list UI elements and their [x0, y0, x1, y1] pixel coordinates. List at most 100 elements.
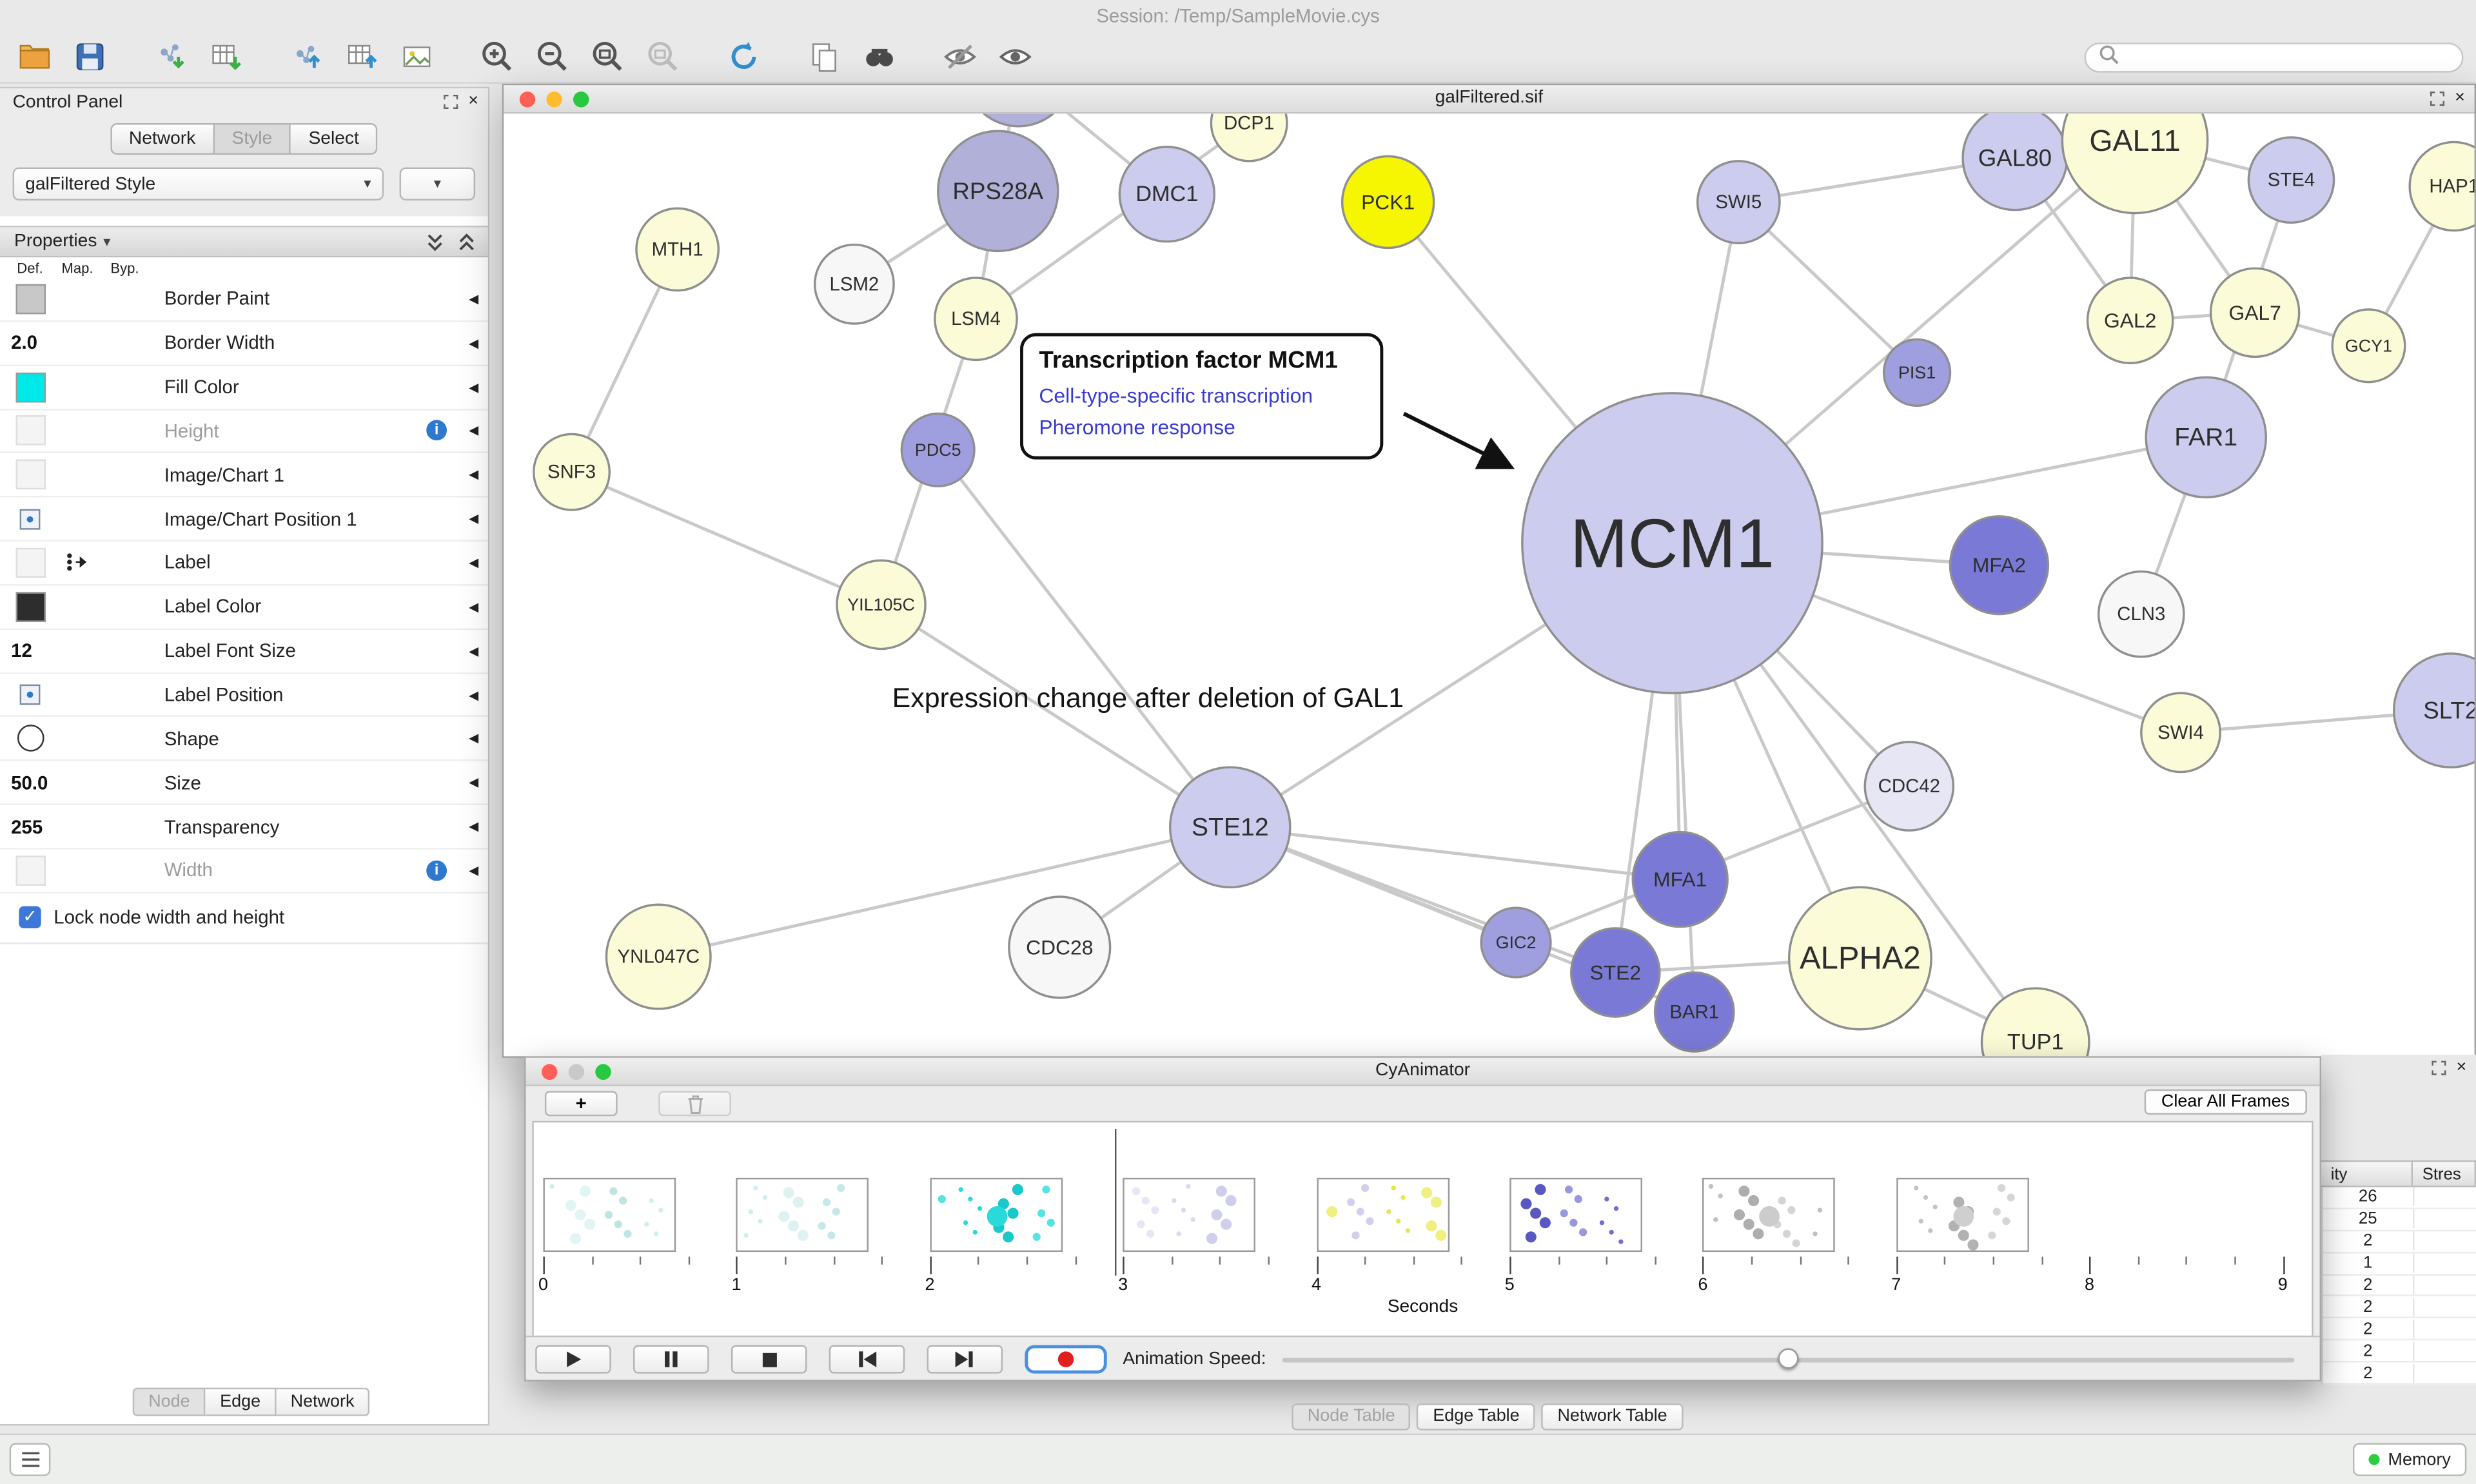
network-node-SWI5[interactable] — [1696, 160, 1781, 244]
zoom-traffic-icon[interactable] — [595, 1064, 611, 1080]
default-value-cell[interactable] — [6, 508, 54, 530]
expand-arrow-icon[interactable]: ◀ — [469, 336, 479, 351]
network-node-GAL11[interactable] — [2061, 113, 2209, 215]
network-node-GAL7[interactable] — [2209, 267, 2301, 358]
show-all-icon[interactable] — [996, 38, 1034, 76]
network-node-YIL105C[interactable] — [836, 559, 927, 650]
network-edge[interactable] — [571, 470, 882, 607]
tab-node-table[interactable]: Node Table — [1292, 1403, 1411, 1430]
style-options-button[interactable]: ▾ — [399, 167, 476, 201]
default-value-cell[interactable]: 50.0 — [11, 771, 48, 794]
clear-all-frames-button[interactable]: Clear All Frames — [2143, 1089, 2307, 1115]
network-node-GIC2[interactable] — [1480, 906, 1552, 979]
playhead[interactable] — [1114, 1129, 1117, 1276]
float-window-icon[interactable] — [2429, 90, 2444, 105]
network-node-STE2[interactable] — [1570, 927, 1661, 1018]
lock-size-checkbox[interactable]: ✓ Lock node width and height — [0, 893, 488, 944]
import-network-icon[interactable] — [152, 38, 190, 76]
zoom-traffic-icon[interactable] — [573, 92, 589, 108]
minimize-traffic-icon[interactable] — [546, 92, 562, 108]
network-node-STE4[interactable] — [2247, 136, 2335, 224]
tab-edge-table[interactable]: Edge Table — [1417, 1403, 1536, 1430]
export-network-icon[interactable] — [288, 38, 326, 76]
property-row-image-chart-1[interactable]: Image/Chart 1◀ — [0, 454, 488, 498]
add-frame-button[interactable]: + — [544, 1091, 618, 1117]
play-button[interactable] — [535, 1344, 611, 1373]
minimize-traffic-icon[interactable] — [568, 1064, 585, 1080]
save-session-icon[interactable] — [71, 38, 109, 76]
network-node-STE12[interactable] — [1168, 766, 1292, 889]
expand-arrow-icon[interactable]: ◀ — [469, 863, 479, 878]
first-neighbors-icon[interactable] — [861, 38, 899, 76]
timeline-frame-1[interactable] — [736, 1177, 869, 1253]
pause-button[interactable] — [633, 1344, 709, 1373]
tab-network[interactable]: Network — [276, 1387, 370, 1416]
skip-end-button[interactable] — [927, 1344, 1003, 1373]
table-row[interactable]: 1 — [2323, 1253, 2476, 1275]
timeline-frame-0[interactable] — [543, 1177, 676, 1253]
network-node-MFA2[interactable] — [1949, 515, 2050, 616]
tab-style[interactable]: Style — [214, 123, 291, 155]
expand-arrow-icon[interactable]: ◀ — [469, 424, 479, 438]
network-node-SLT2[interactable] — [2392, 652, 2475, 768]
table-row[interactable]: 26 — [2323, 1187, 2476, 1209]
network-node-SNF3[interactable] — [533, 433, 611, 511]
close-panel-icon[interactable]: × — [468, 92, 479, 111]
network-node-CLN3[interactable] — [2097, 570, 2185, 658]
network-node-MTH1[interactable] — [635, 207, 720, 292]
network-node-PDC5[interactable] — [900, 412, 976, 488]
mapping-cell[interactable] — [54, 552, 101, 574]
expand-arrow-icon[interactable]: ◀ — [469, 467, 479, 482]
close-traffic-icon[interactable] — [542, 1064, 558, 1080]
default-value-cell[interactable]: 12 — [11, 639, 32, 662]
default-value-cell[interactable] — [6, 725, 54, 752]
network-node-RPS28A[interactable] — [936, 130, 1059, 253]
slider-thumb[interactable] — [1778, 1347, 1799, 1369]
open-session-icon[interactable] — [15, 38, 54, 76]
network-node-TUP1[interactable] — [1980, 987, 2090, 1057]
animation-speed-slider[interactable] — [1282, 1344, 2295, 1372]
network-node-SWI4[interactable] — [2140, 692, 2221, 774]
search-input[interactable] — [2127, 48, 2450, 68]
table-row[interactable]: 2 — [2323, 1341, 2476, 1363]
callout-link-1[interactable]: Cell-type-specific transcription — [1039, 384, 1313, 407]
style-selector[interactable]: galFiltered Style ▾ — [12, 167, 384, 201]
network-node-CDC28[interactable] — [1008, 895, 1112, 999]
float-table-panel-icon[interactable] — [2431, 1060, 2446, 1075]
timeline-frame-2[interactable] — [929, 1177, 1063, 1253]
network-node-BAR1[interactable] — [1653, 971, 1735, 1053]
property-row-border-paint[interactable]: Border Paint◀ — [0, 278, 488, 322]
expand-arrow-icon[interactable]: ◀ — [469, 556, 479, 571]
stop-button[interactable] — [731, 1344, 807, 1373]
zoom-selected-icon[interactable] — [644, 38, 682, 76]
default-value-cell[interactable]: 255 — [11, 815, 43, 838]
network-node-DMC1[interactable] — [1118, 146, 1215, 243]
close-table-panel-icon[interactable]: × — [2456, 1057, 2467, 1077]
network-node-LSM2[interactable] — [813, 243, 895, 325]
timeline-frame-5[interactable] — [1509, 1177, 1642, 1253]
tab-node[interactable]: Node — [132, 1387, 206, 1416]
property-row-fill-color[interactable]: Fill Color◀ — [0, 366, 488, 410]
record-button[interactable] — [1025, 1344, 1107, 1373]
property-row-label[interactable]: Label◀ — [0, 542, 488, 586]
expand-arrow-icon[interactable]: ◀ — [469, 775, 479, 790]
network-node-LSM4[interactable] — [934, 277, 1018, 362]
tab-select[interactable]: Select — [291, 123, 378, 155]
info-icon[interactable]: i — [426, 860, 447, 881]
default-value-cell[interactable] — [6, 855, 54, 886]
panel-menu-button[interactable] — [9, 1443, 51, 1476]
default-value-cell[interactable] — [6, 284, 54, 315]
default-value-cell[interactable] — [6, 683, 54, 705]
properties-header[interactable]: Properties ▾ — [0, 226, 488, 258]
expand-arrow-icon[interactable]: ◀ — [469, 380, 479, 395]
default-value-cell[interactable] — [6, 416, 54, 446]
network-node-PCK1[interactable] — [1341, 155, 1435, 249]
default-value-cell[interactable] — [6, 372, 54, 402]
expand-arrow-icon[interactable]: ◀ — [469, 600, 479, 614]
